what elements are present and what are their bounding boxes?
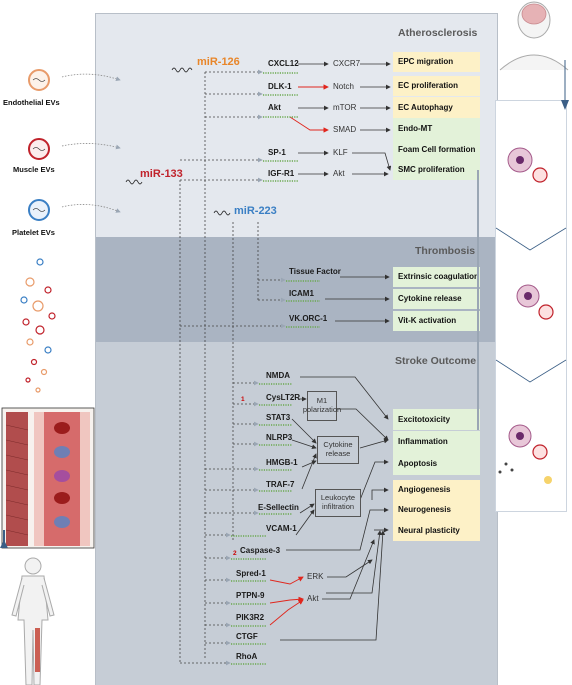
step-number-1: 1 bbox=[241, 396, 245, 403]
outcome-plasticity: Neural plasticity bbox=[393, 520, 480, 541]
outcome-excitotoxicity: Excitotoxicity bbox=[393, 409, 480, 430]
outcome-epc: EPC migration bbox=[393, 52, 480, 72]
target-nlrp3: NLRP3 bbox=[266, 433, 293, 442]
target-nmda: NMDA bbox=[266, 371, 290, 380]
outcome-extrinsic: Extrinsic coagulation bbox=[393, 267, 480, 287]
ev-label-muscle: Muscle EVs bbox=[13, 165, 55, 174]
section-thrombosis: Thrombosis bbox=[415, 245, 476, 257]
target-cxcl12: CXCL12 bbox=[268, 59, 299, 68]
group-m1-polarization: M1 polarization bbox=[303, 391, 341, 421]
mediator-akt: Akt bbox=[333, 169, 345, 178]
target-vcam1: VCAM-1 bbox=[266, 524, 297, 533]
mediator-cxcr7: CXCR7 bbox=[333, 59, 361, 68]
target-sp1: SP-1 bbox=[268, 148, 286, 157]
outcome-apoptosis: Apoptosis bbox=[393, 453, 480, 475]
target-vkorc1: VK.ORC-1 bbox=[289, 314, 328, 323]
target-hmgb1: HMGB-1 bbox=[266, 458, 298, 467]
target-stat3: STAT3 bbox=[266, 413, 291, 422]
mirna-223: miR-223 bbox=[234, 205, 277, 217]
mediator-mtor: mTOR bbox=[333, 103, 357, 112]
target-ptpn9: PTPN-9 bbox=[236, 591, 265, 600]
target-eselectin: E-Sellectin bbox=[258, 503, 299, 512]
mirna-126: miR-126 bbox=[197, 56, 240, 68]
target-caspase3: Caspase-3 bbox=[240, 546, 281, 555]
outcome-inflammation: Inflammation bbox=[393, 431, 480, 453]
target-tissue-factor: Tissue Factor bbox=[289, 267, 341, 276]
mediator-akt-2: Akt bbox=[307, 594, 319, 603]
ev-label-platelet: Platelet EVs bbox=[12, 228, 55, 237]
outcome-endomt: Endo-MT bbox=[393, 118, 480, 140]
mediator-klf: KLF bbox=[333, 148, 348, 157]
target-cyslt2r: CysLT2R bbox=[266, 393, 301, 402]
target-igfr1: IGF-R1 bbox=[268, 169, 295, 178]
outcome-smc: SMC proliferation bbox=[393, 160, 480, 180]
step-number-2: 2 bbox=[233, 550, 237, 557]
outcome-ecauto: EC Autophagy bbox=[393, 97, 480, 118]
outcome-angiogenesis: Angiogenesis bbox=[393, 480, 480, 500]
section-stroke: Stroke Outcome bbox=[395, 355, 477, 367]
mirna-133: miR-133 bbox=[140, 168, 183, 180]
outcome-ecprolif: EC proliferation bbox=[393, 76, 480, 96]
target-traf7: TRAF-7 bbox=[266, 480, 295, 489]
outcome-neurogenesis: Neurogenesis bbox=[393, 500, 480, 520]
ev-label-endothelial: Endothelial EVs bbox=[3, 98, 60, 107]
mediator-smad: SMAD bbox=[333, 125, 357, 134]
target-spred1: Spred-1 bbox=[236, 569, 266, 578]
target-icam1: ICAM1 bbox=[289, 289, 314, 298]
section-atherosclerosis: Atherosclerosis bbox=[398, 27, 478, 39]
group-leukocyte-infiltration: Leukocyte infiltration bbox=[315, 489, 361, 517]
target-akt: Akt bbox=[268, 103, 281, 112]
target-ctgf: CTGF bbox=[236, 632, 258, 641]
target-rhoa: RhoA bbox=[236, 652, 258, 661]
group-cytokine-release: Cytokine release bbox=[317, 436, 359, 464]
outcome-cytokine-release: Cytokine release bbox=[393, 289, 480, 309]
mediator-erk: ERK bbox=[307, 572, 324, 581]
outcome-foam: Foam Cell formation bbox=[393, 140, 480, 160]
outcome-vitk: Vit-K activation bbox=[393, 311, 480, 331]
target-pik3r2: PIK3R2 bbox=[236, 613, 265, 622]
target-dlk1: DLK-1 bbox=[268, 82, 292, 91]
mediator-notch: Notch bbox=[333, 82, 354, 91]
